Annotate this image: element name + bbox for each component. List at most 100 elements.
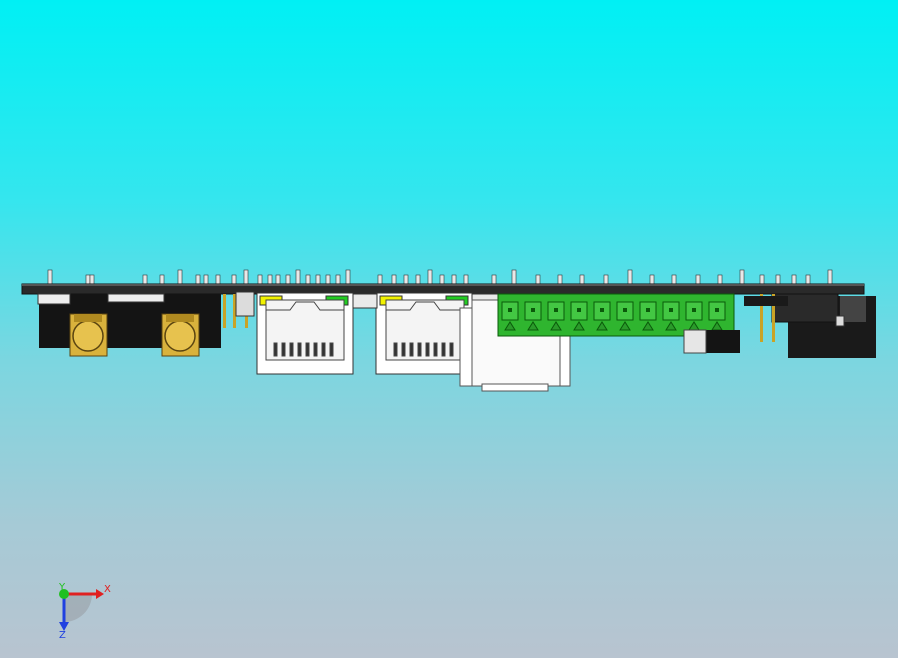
header-pin: [243, 269, 249, 285]
gold-pin-row: [223, 291, 255, 328]
header-pin: [491, 274, 497, 285]
rj45-contact: [409, 342, 414, 357]
rj45-contact: [441, 342, 446, 357]
header-pin: [215, 274, 221, 285]
header-pin: [695, 274, 701, 285]
header-pin: [305, 274, 311, 285]
header-pin: [295, 269, 301, 285]
header-pin: [267, 274, 273, 285]
triad-y-label: Y: [58, 582, 66, 593]
coordinate-triad: X Y Z: [58, 582, 111, 641]
header-pin: [377, 274, 383, 285]
header-pin: [257, 274, 263, 285]
header-pin: [142, 274, 148, 285]
header-pin: [335, 274, 341, 285]
header-pin: [717, 274, 723, 285]
coax-connector-1: [69, 313, 108, 357]
header-pin: [427, 269, 433, 285]
terminal-screw-head: [531, 308, 535, 312]
header-pin: [195, 274, 201, 285]
terminal-wire-entry: [642, 321, 654, 331]
header-pin: [415, 274, 421, 285]
rj45-contact: [401, 342, 406, 357]
terminal-wire-entry: [573, 321, 585, 331]
terminal-wire-entry: [619, 321, 631, 331]
pcb-assembly: [21, 269, 876, 392]
header-pin: [511, 269, 517, 285]
terminal-wire-entry: [665, 321, 677, 331]
header-pin: [85, 274, 91, 285]
header-pin: [805, 274, 811, 285]
header-pin: [89, 274, 95, 285]
header-pin: [345, 269, 351, 285]
rj45-contact: [305, 342, 310, 357]
rf-shield-label: [37, 293, 71, 305]
header-pin: [603, 274, 609, 285]
terminal-screw-head: [646, 308, 650, 312]
rj45-contact: [433, 342, 438, 357]
header-pin: [775, 274, 781, 285]
header-pin: [439, 274, 445, 285]
header-pin: [231, 274, 237, 285]
z-axis-head: [59, 622, 69, 631]
header-pin: [463, 274, 469, 285]
pin-header-right: [744, 296, 788, 306]
terminal-wire-entry: [596, 321, 608, 331]
rj45-contact: [321, 342, 326, 357]
terminal-screw-head: [669, 308, 673, 312]
rj45-contact: [273, 342, 278, 357]
header-pin: [535, 274, 541, 285]
y-axis-dot: [59, 589, 69, 599]
header-pin: [579, 274, 585, 285]
header-pin: [47, 269, 53, 285]
terminal-wire-entry: [550, 321, 562, 331]
triad-z-label: Z: [59, 630, 66, 641]
header-pin: [791, 274, 797, 285]
rj45-contact: [329, 342, 334, 357]
rj45-contact: [417, 342, 422, 357]
rj45-contact: [393, 342, 398, 357]
header-pin: [759, 274, 765, 285]
header-pin: [285, 274, 291, 285]
header-pin: [325, 274, 331, 285]
pcb-edge-highlight: [22, 284, 864, 286]
rj45-contact: [289, 342, 294, 357]
rj45-contact: [313, 342, 318, 357]
header-pin: [275, 274, 281, 285]
header-pin: [827, 269, 833, 285]
triad-x-label: X: [104, 584, 111, 595]
x-axis-head: [96, 589, 104, 599]
header-pin: [649, 274, 655, 285]
terminal-screw-head: [715, 308, 719, 312]
coax-connector-2: [161, 313, 200, 357]
terminal-screw-head: [600, 308, 604, 312]
rj45-jack-1: [256, 292, 354, 375]
triad-shading: [64, 594, 92, 622]
header-pin: [203, 274, 209, 285]
terminal-screw-head: [692, 308, 696, 312]
terminal-wire-entry: [504, 321, 516, 331]
rj45-contact: [281, 342, 286, 357]
terminal-screw-head: [577, 308, 581, 312]
rj45-contact: [297, 342, 302, 357]
rj45-contact: [425, 342, 430, 357]
rj45-contact: [449, 342, 454, 357]
header-pin: [557, 274, 563, 285]
terminal-wire-entry: [527, 321, 539, 331]
capacitor-cap: [683, 329, 707, 354]
header-pin: [159, 274, 165, 285]
power-jack: [760, 293, 876, 358]
terminal-block: [497, 293, 735, 337]
top-pin-row: [47, 269, 833, 285]
header-pin: [177, 269, 183, 285]
header-pin: [671, 274, 677, 285]
header-pin: [627, 269, 633, 285]
rf-shield-label: [107, 293, 165, 303]
rj45-jack-2: [375, 292, 473, 375]
terminal-screw-head: [623, 308, 627, 312]
header-pin: [315, 274, 321, 285]
terminal-screw-head: [508, 308, 512, 312]
header-pin: [403, 274, 409, 285]
terminal-screw-head: [554, 308, 558, 312]
